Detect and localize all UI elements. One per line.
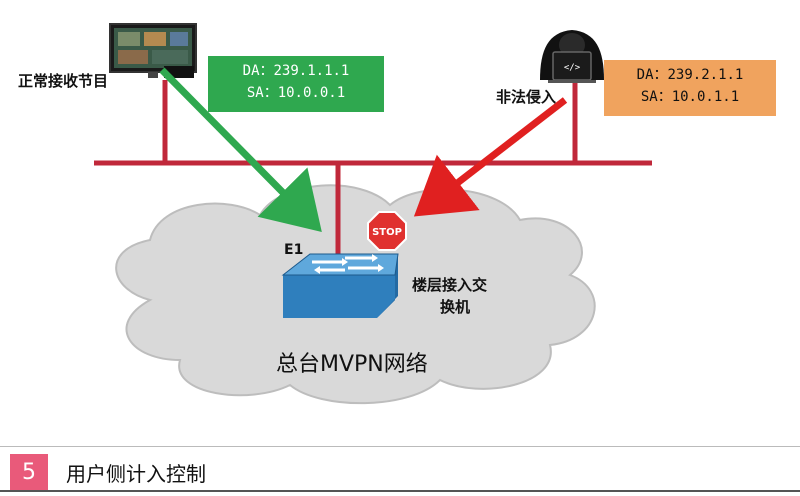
network-bus <box>94 80 652 258</box>
attack-flow-arrow <box>413 97 568 217</box>
legit-flow-arrow <box>159 67 322 232</box>
attacker-label: 非法侵入 <box>496 88 557 106</box>
figure-number: 5 <box>10 454 48 492</box>
attack-sa: SA：10.0.1.1 <box>640 89 740 105</box>
cloud-label: 总台MVPN网络 <box>276 352 428 377</box>
figure-title: 用户侧计入控制 <box>66 462 206 486</box>
tv-icon <box>109 23 197 78</box>
legit-da: DA：239.1.1.1 <box>242 63 350 79</box>
attack-packet-box: DA：239.2.1.1 SA：10.0.1.1 <box>604 60 776 116</box>
caption-divider <box>0 446 800 447</box>
svg-text:</>: </> <box>564 63 581 73</box>
legit-sa: SA：10.0.0.1 <box>246 85 346 101</box>
diagram-canvas: </> STOP <box>94 23 652 405</box>
attack-da: DA：239.2.1.1 <box>636 67 744 83</box>
access-switch-icon <box>281 253 399 318</box>
receiver-label: 正常接收节目 <box>18 72 109 90</box>
port-label: E1 <box>284 242 304 258</box>
stop-text: STOP <box>372 227 402 238</box>
hacker-icon: </> <box>540 30 604 83</box>
diagram: </> STOP 正常接收节目 非法侵入 E1 楼层接入交 换机 总台MVPN网… <box>18 23 776 405</box>
figure-caption: 5 用户侧计入控制 <box>0 448 800 496</box>
switch-label-line2: 换机 <box>440 298 471 316</box>
caption-underline <box>0 490 800 492</box>
stop-sign-icon: STOP <box>367 211 407 251</box>
switch-label-line1: 楼层接入交 <box>412 276 488 294</box>
legit-packet-box: DA：239.1.1.1 SA：10.0.0.1 <box>208 56 384 112</box>
